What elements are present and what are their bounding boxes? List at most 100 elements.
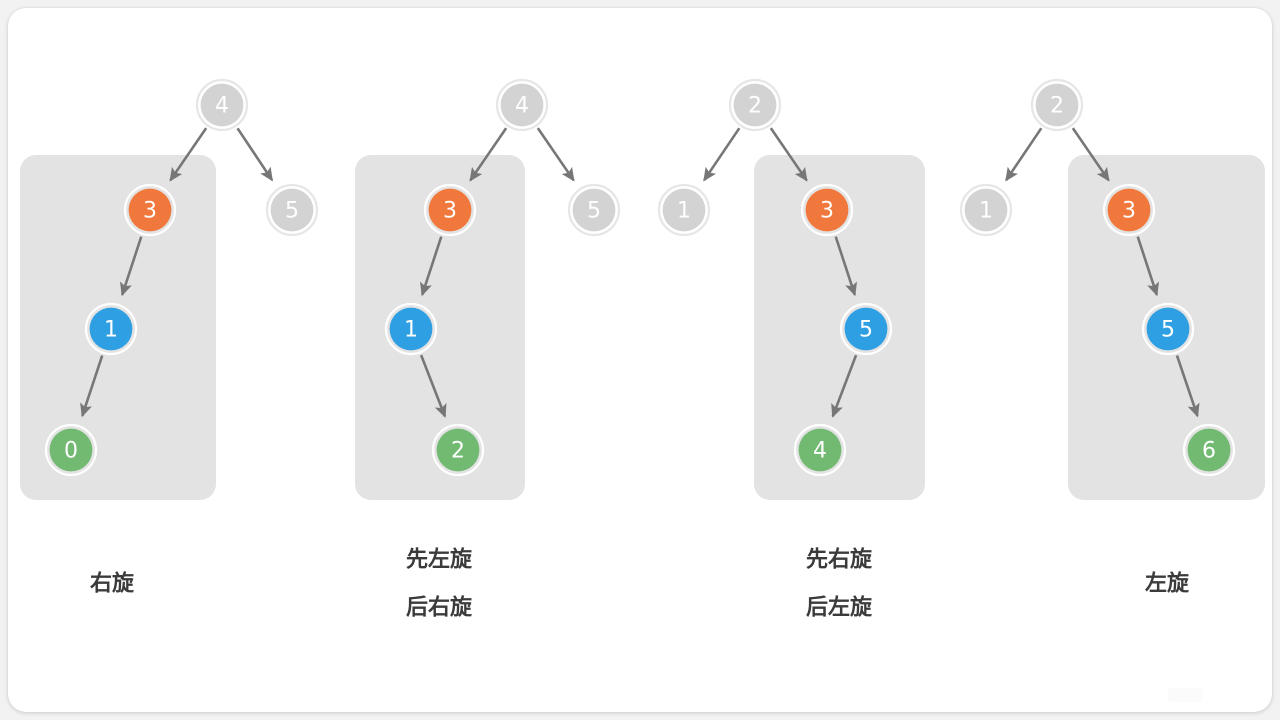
node-circle-p1-n1 [89,307,133,351]
node-circle-p2-n2 [436,428,480,472]
caption-panel-left-rotate-line-0: 左旋 [1145,571,1190,597]
edge-p4-n3-to-p4-n5 [1136,236,1159,297]
caption-panel-left-then-right-rotate-line-0: 先左旋 [406,547,473,573]
node-label-p1-n5: 5 [285,199,299,224]
node-circle-p3-n3 [805,188,849,232]
node-ring-p4-n6 [1182,423,1236,477]
node-circle-p2-n1 [389,307,433,351]
tree-node-p3-n2[interactable]: 2 [728,78,782,132]
node-label-p3-n2: 2 [748,94,762,119]
node-circle-p2-n4 [500,83,544,127]
tree-node-p3-n5[interactable]: 5 [839,302,893,356]
tree-node-p2-n3[interactable]: 3 [423,183,477,237]
node-ring-p3-n3 [800,183,854,237]
node-ring-p3-n5 [839,302,893,356]
edge-p4-n2-to-p4-n1 [1005,127,1043,182]
node-label-p2-n5: 5 [587,199,601,224]
node-circle-p4-n1 [964,188,1008,232]
edge-p4-n2-to-p4-n3 [1071,127,1110,182]
node-label-p1-n3: 3 [143,199,157,224]
node-circle-p4-n2 [1035,83,1079,127]
node-ring-p3-n4 [793,423,847,477]
edge-p2-n4-to-p2-n3 [469,127,508,182]
node-ring-p1-n0 [44,423,98,477]
edge-p2-n1-to-p2-n2 [419,354,447,418]
tree-node-p2-n4[interactable]: 4 [495,78,549,132]
node-ring-p1-n5 [265,183,319,237]
caption-panel-left-then-right-rotate-line-1: 后右旋 [406,595,473,621]
node-circle-p4-n6 [1187,428,1231,472]
edge-p2-n3-to-p2-n1 [420,236,443,297]
tree-node-p1-n5[interactable]: 5 [265,183,319,237]
node-label-p4-n3: 3 [1122,199,1136,224]
node-circle-p3-n2 [733,83,777,127]
caption-panel-right-then-left-rotate-line-0: 先右旋 [806,547,873,573]
node-label-p1-n0: 0 [64,439,78,464]
node-ring-p3-n2 [728,78,782,132]
node-circle-p1-n5 [270,188,314,232]
edge-p1-n4-to-p1-n5 [236,127,274,182]
node-label-p2-n3: 3 [443,199,457,224]
node-label-p2-n4: 4 [515,94,529,119]
node-label-p3-n1: 1 [677,199,691,224]
edge-p3-n5-to-p3-n4 [831,354,858,418]
node-circle-p1-n3 [128,188,172,232]
node-circle-p3-n5 [844,307,888,351]
tree-node-p4-n5[interactable]: 5 [1141,302,1195,356]
node-circle-p4-n5 [1146,307,1190,351]
tree-node-p2-n1[interactable]: 1 [384,302,438,356]
node-circle-p2-n3 [428,188,472,232]
node-label-p4-n1: 1 [979,199,993,224]
node-label-p2-n2: 2 [451,439,465,464]
tree-node-p3-n4[interactable]: 4 [793,423,847,477]
node-ring-p2-n2 [431,423,485,477]
edge-p3-n3-to-p3-n5 [834,236,857,297]
highlight-boxes-layer [20,155,1265,500]
edge-p1-n3-to-p1-n1 [120,236,143,297]
node-ring-p1-n3 [123,183,177,237]
node-circle-p3-n4 [798,428,842,472]
node-ring-p2-n3 [423,183,477,237]
caption-panel-right-rotate-line-0: 右旋 [90,571,135,597]
tree-node-p3-n1[interactable]: 1 [657,183,711,237]
node-ring-p4-n5 [1141,302,1195,356]
edge-p3-n2-to-p3-n1 [703,127,741,182]
edge-p4-n5-to-p4-n6 [1175,355,1200,418]
highlight-box-panel-left-then-right-rotate [355,155,525,500]
node-ring-p3-n1 [657,183,711,237]
node-ring-p4-n3 [1102,183,1156,237]
node-label-p4-n6: 6 [1202,439,1216,464]
highlight-box-panel-right-then-left-rotate [754,155,925,500]
watermark [1168,688,1202,702]
tree-node-p1-n0[interactable]: 0 [44,423,98,477]
node-circle-p4-n3 [1107,188,1151,232]
tree-node-p3-n3[interactable]: 3 [800,183,854,237]
node-circle-p3-n1 [662,188,706,232]
node-ring-p4-n1 [959,183,1013,237]
node-circle-p2-n5 [572,188,616,232]
node-label-p4-n2: 2 [1050,94,1064,119]
tree-node-p4-n6[interactable]: 6 [1182,423,1236,477]
node-ring-p2-n4 [495,78,549,132]
tree-node-p2-n5[interactable]: 5 [567,183,621,237]
node-ring-p2-n5 [567,183,621,237]
node-ring-p2-n1 [384,302,438,356]
node-ring-p1-n1 [84,302,138,356]
tree-node-p1-n3[interactable]: 3 [123,183,177,237]
node-circle-p1-n4 [200,83,244,127]
node-ring-p4-n2 [1030,78,1084,132]
tree-node-p4-n1[interactable]: 1 [959,183,1013,237]
tree-nodes-layer: 4 5 3 1 0 4 5 3 1 2 2 1 3 5 4 2 1 3 5 6 [44,78,1236,477]
tree-node-p2-n2[interactable]: 2 [431,423,485,477]
tree-node-p1-n4[interactable]: 4 [195,78,249,132]
tree-node-p1-n1[interactable]: 1 [84,302,138,356]
tree-node-p4-n3[interactable]: 3 [1102,183,1156,237]
tree-node-p4-n2[interactable]: 2 [1030,78,1084,132]
node-label-p3-n5: 5 [859,318,873,343]
edge-p3-n2-to-p3-n3 [769,127,808,182]
edge-p1-n4-to-p1-n3 [169,127,208,182]
node-label-p2-n1: 1 [404,318,418,343]
